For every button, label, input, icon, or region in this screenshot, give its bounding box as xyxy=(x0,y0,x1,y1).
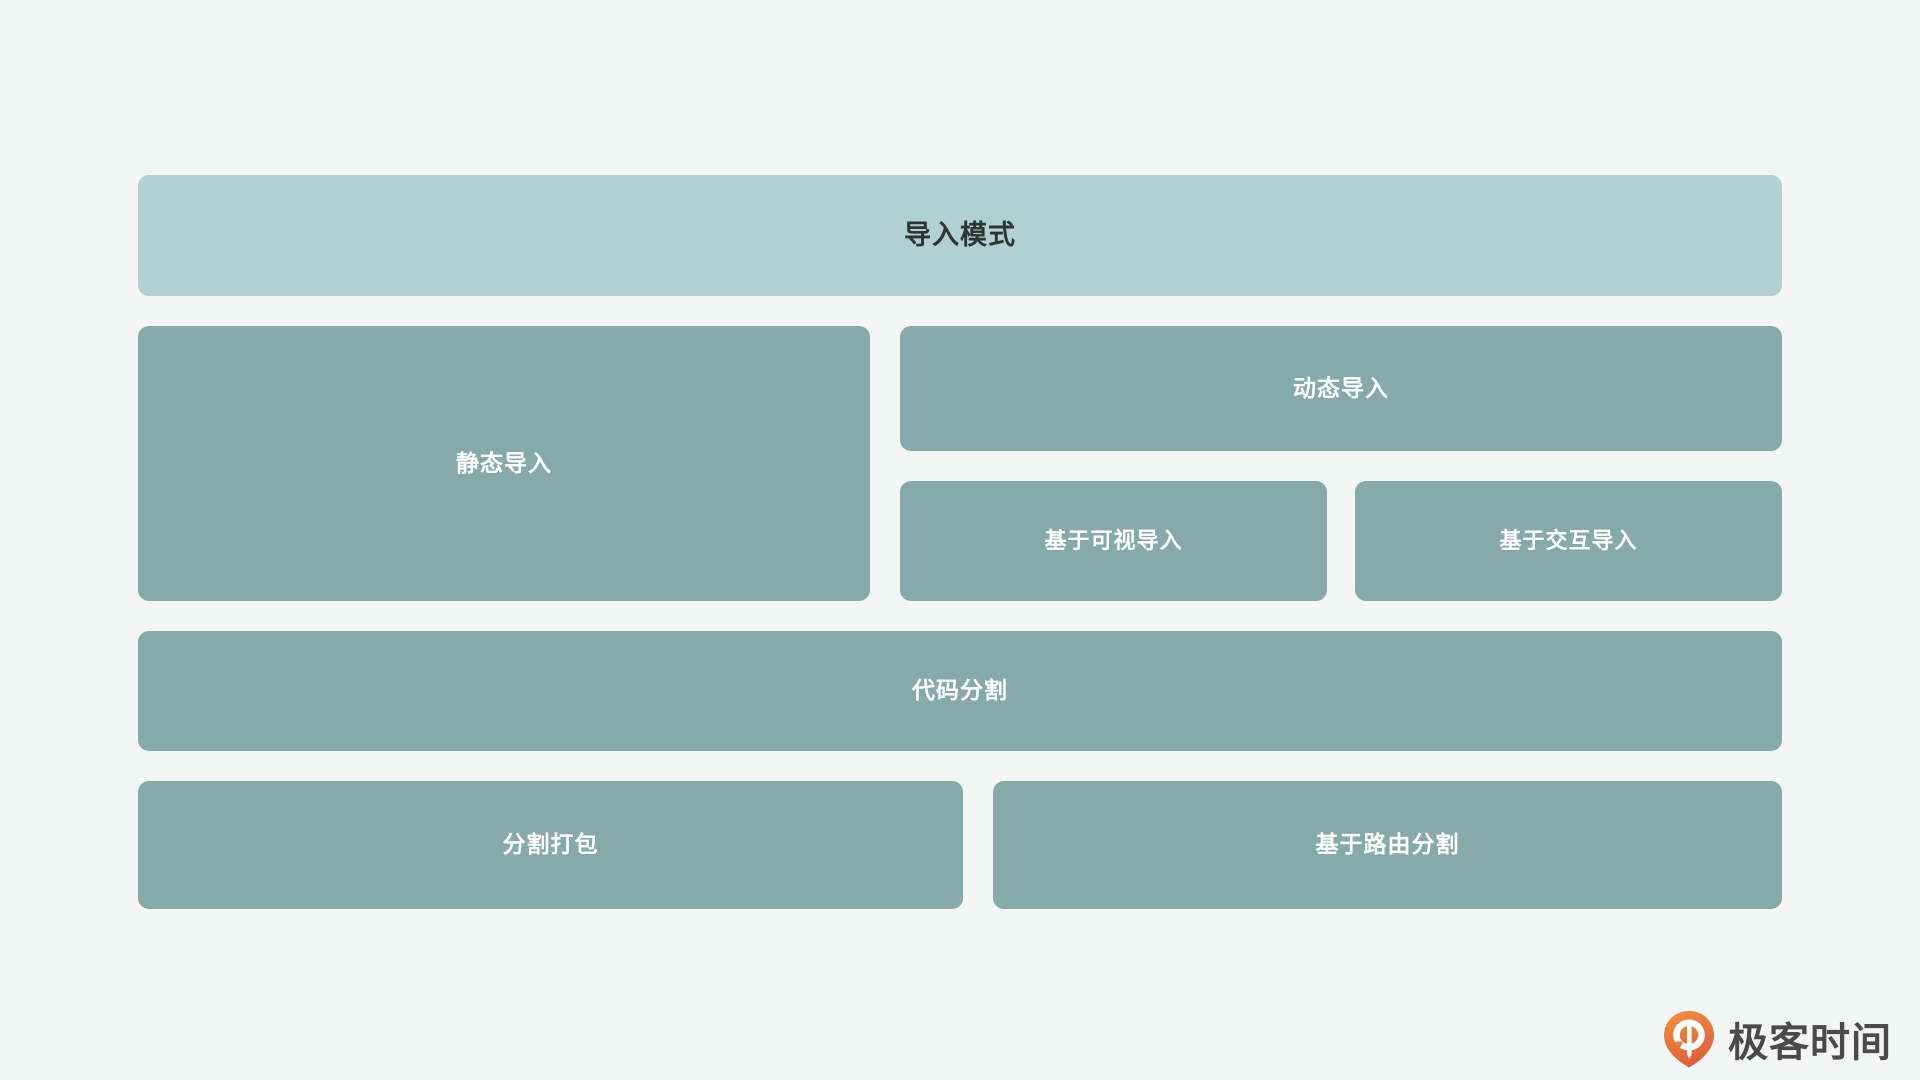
watermark-brand-text: 极客时间 xyxy=(1728,1021,1892,1065)
card-code-splitting-label: 代码分割 xyxy=(912,677,1008,704)
card-split-bundling[interactable]: 分割打包 xyxy=(138,781,963,909)
card-dynamic-import[interactable]: 动态导入 xyxy=(900,326,1782,451)
card-visibility-based-import[interactable]: 基于可视导入 xyxy=(900,481,1327,601)
import-mode-diagram: 导入模式 静态导入 动态导入 基于可视导入 基于交互导入 代码分割 xyxy=(138,175,1782,909)
card-route-based-splitting[interactable]: 基于路由分割 xyxy=(993,781,1782,909)
code-splitting-children: 分割打包 基于路由分割 xyxy=(138,781,1782,909)
dynamic-import-group: 动态导入 基于可视导入 基于交互导入 xyxy=(900,326,1782,601)
card-route-based-splitting-label: 基于路由分割 xyxy=(1315,831,1460,858)
card-interaction-based-import[interactable]: 基于交互导入 xyxy=(1355,481,1782,601)
card-static-import[interactable]: 静态导入 xyxy=(138,326,870,601)
card-dynamic-import-label: 动态导入 xyxy=(1293,374,1389,401)
card-static-import-label: 静态导入 xyxy=(456,449,552,476)
diagram-header-import-mode: 导入模式 xyxy=(138,175,1782,296)
geektime-pin-logo-icon xyxy=(1663,1010,1715,1068)
card-split-bundling-label: 分割打包 xyxy=(502,831,599,858)
card-visibility-based-import-label: 基于可视导入 xyxy=(1044,527,1183,553)
diagram-header-label: 导入模式 xyxy=(904,219,1016,250)
card-code-splitting[interactable]: 代码分割 xyxy=(138,631,1782,751)
card-interaction-based-import-label: 基于交互导入 xyxy=(1499,527,1638,553)
import-branch-row: 静态导入 动态导入 基于可视导入 基于交互导入 xyxy=(138,326,1782,601)
watermark: 极客时间 xyxy=(1663,1010,1892,1068)
dynamic-import-children: 基于可视导入 基于交互导入 xyxy=(900,481,1782,601)
